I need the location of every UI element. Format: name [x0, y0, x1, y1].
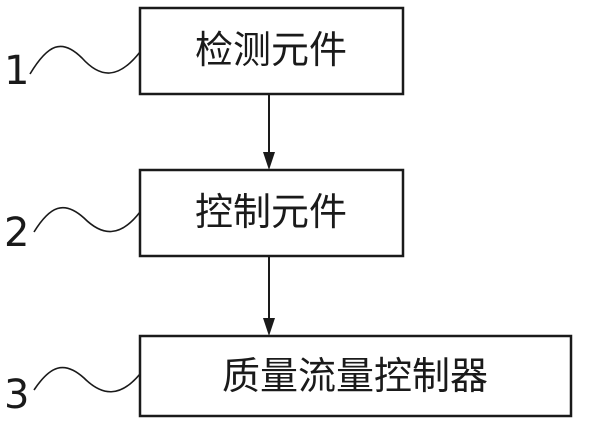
- block-1-frame: [138, 6, 405, 96]
- reference-2-leader: [33, 207, 141, 233]
- arrow-1-to-2-head: [263, 152, 275, 170]
- reference-2-numeral: 2: [4, 210, 29, 256]
- reference-1-numeral: 1: [4, 48, 29, 94]
- reference-1: 1: [4, 45, 141, 94]
- block-control-element: 控制元件: [138, 168, 405, 258]
- block-detection-element: 检测元件: [138, 6, 405, 96]
- reference-3-leader: [33, 366, 141, 393]
- arrow-2-to-3-head: [263, 318, 275, 336]
- reference-3: 3: [4, 366, 141, 418]
- block-1-label: 检测元件: [195, 28, 347, 72]
- block-2-frame: [138, 168, 405, 258]
- arrow-1-to-2: [263, 94, 275, 170]
- reference-2: 2: [4, 207, 141, 256]
- block-3-frame: [138, 334, 573, 418]
- arrow-2-to-3: [263, 256, 275, 336]
- reference-3-numeral: 3: [4, 372, 29, 418]
- block-mass-flow-controller: 质量流量控制器: [138, 334, 573, 418]
- block-3-label: 质量流量控制器: [222, 354, 488, 398]
- block-2-label: 控制元件: [195, 190, 347, 234]
- reference-1-leader: [29, 45, 141, 75]
